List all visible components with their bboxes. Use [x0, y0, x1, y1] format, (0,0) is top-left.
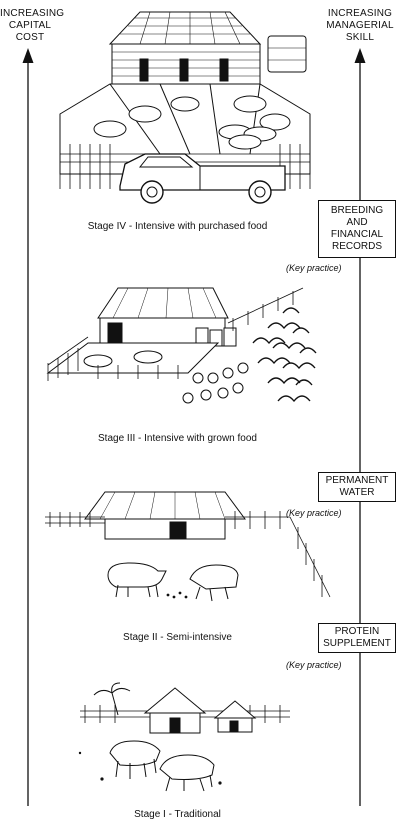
right-axis-label: INCREASING MANAGERIAL SKILL: [320, 8, 400, 44]
right-axis-arrow: [354, 48, 366, 806]
key-practice-protein-line-1: PROTEIN: [334, 626, 380, 637]
left-axis-arrow: [22, 48, 34, 806]
stage-4-caption: Stage IV - Intensive with purchased food: [87, 221, 268, 232]
stage-2-illustration: [40, 487, 340, 612]
key-practice-records-line-2: AND: [346, 217, 368, 228]
key-practice-box-protein: PROTEIN SUPPLEMENT: [318, 623, 396, 653]
key-practice-protein-line-2: SUPPLEMENT: [323, 638, 391, 649]
left-axis-line-3: COST: [15, 32, 45, 43]
left-axis-line-2: CAPITAL: [8, 20, 52, 31]
stage-4-illustration: [40, 4, 320, 209]
key-practice-water-line-2: WATER: [339, 487, 375, 498]
key-practice-water-line-1: PERMANENT: [325, 475, 389, 486]
key-practice-note-1: (Key practice): [286, 263, 342, 273]
key-practice-box-water: PERMANENT WATER: [318, 472, 396, 502]
stage-3-caption: Stage III - Intensive with grown food: [98, 433, 257, 444]
key-practice-note-2: (Key practice): [286, 508, 342, 518]
left-axis-label: INCREASING CAPITAL COST: [0, 8, 65, 44]
key-practice-records-line-3: FINANCIAL: [330, 229, 384, 240]
key-practice-note-3: (Key practice): [286, 660, 342, 670]
stage-3-illustration: [38, 283, 323, 418]
stage-1-caption: Stage I - Traditional: [134, 809, 221, 820]
left-axis-line-1: INCREASING: [0, 8, 65, 19]
right-axis-line-2: MANAGERIAL: [326, 20, 394, 31]
stage-1-illustration: [78, 683, 340, 793]
right-axis-line-3: SKILL: [345, 32, 375, 43]
key-practice-records-line-4: RECORDS: [331, 241, 382, 252]
stage-2-caption: Stage II - Semi-intensive: [123, 632, 232, 643]
right-axis-line-1: INCREASING: [327, 8, 393, 19]
key-practice-box-records: BREEDING AND FINANCIAL RECORDS: [318, 200, 396, 258]
key-practice-records-line-1: BREEDING: [330, 205, 384, 216]
